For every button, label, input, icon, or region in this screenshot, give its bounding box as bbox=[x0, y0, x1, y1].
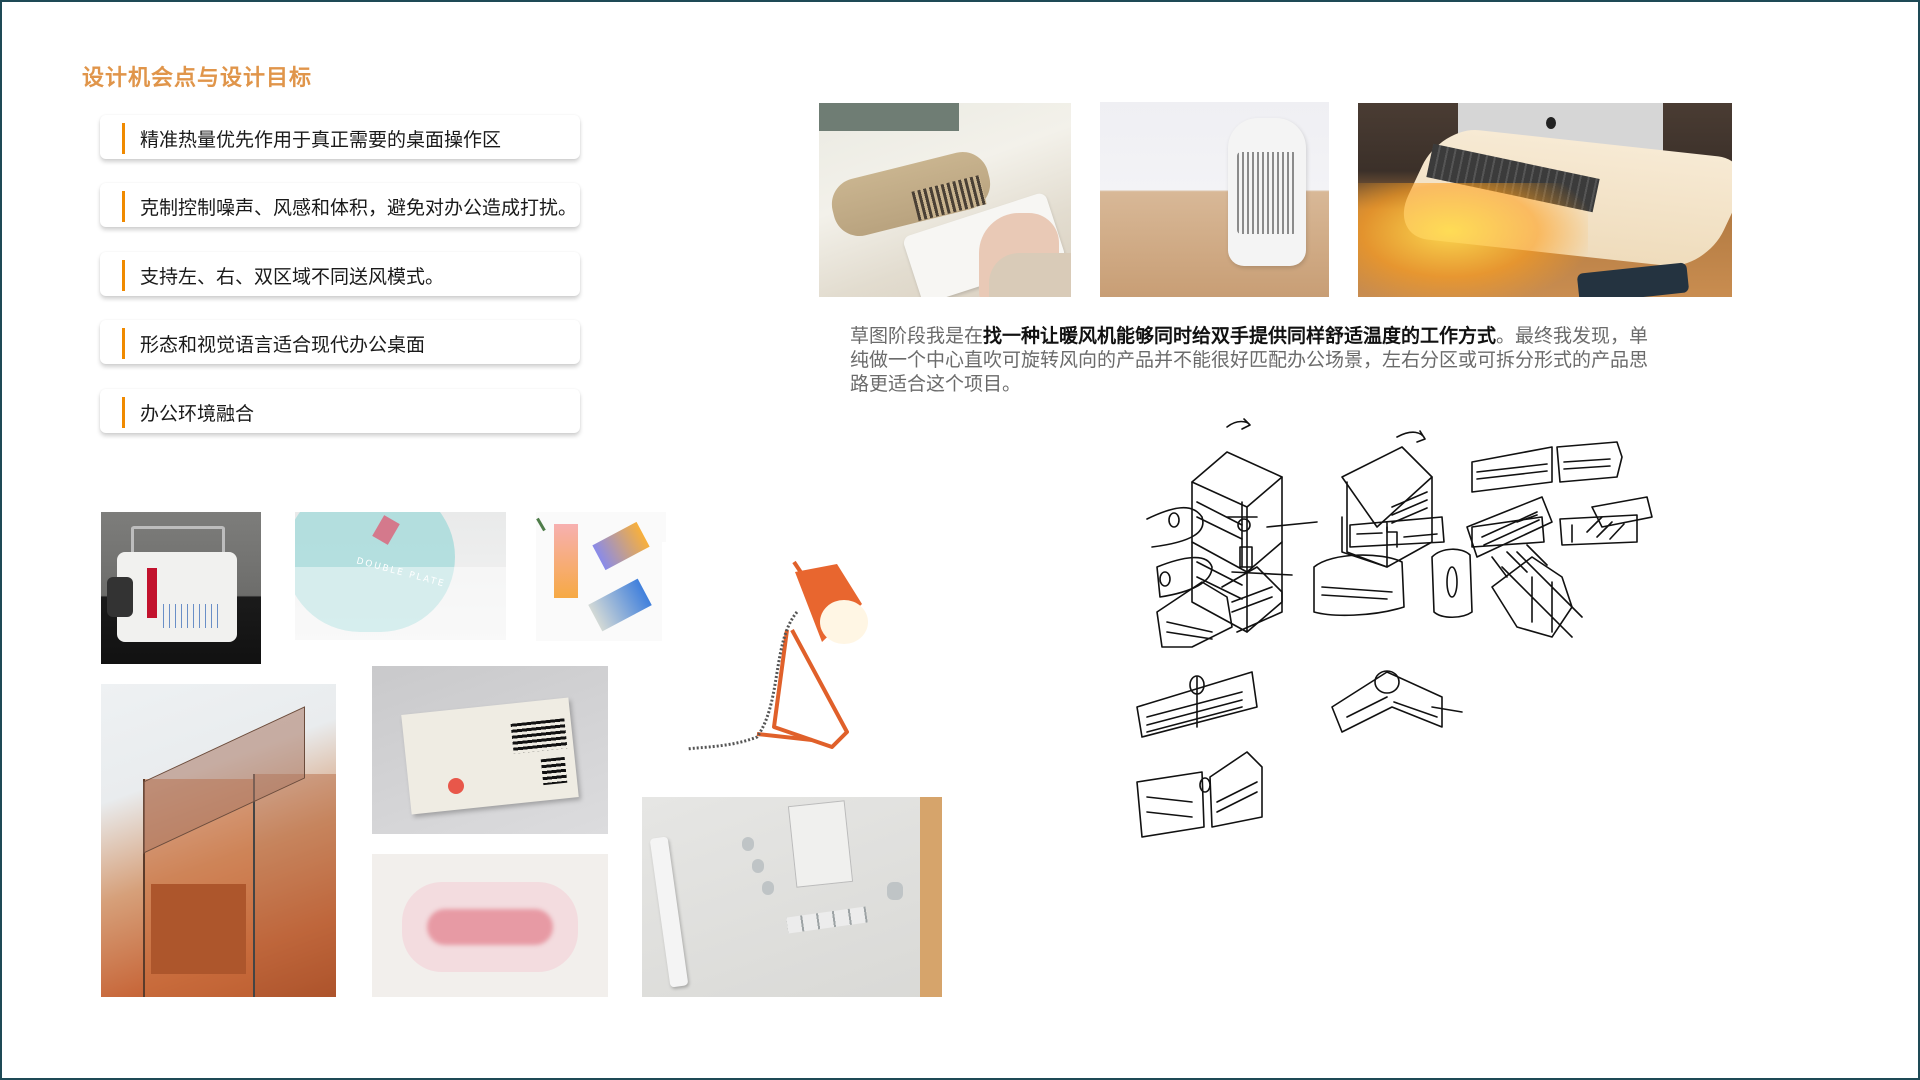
sketch-lattice-heater bbox=[1491, 551, 1583, 638]
accent-bar bbox=[122, 328, 125, 359]
apple-logo-icon bbox=[1546, 117, 1556, 129]
moodboard-double-plate: DOUBLE PLATE bbox=[295, 512, 506, 640]
para-lead: 草图阶段我是在 bbox=[850, 325, 984, 347]
sketch-split-bars bbox=[1466, 441, 1653, 578]
goal-text: 支持左、右、双区域不同送风模式。 bbox=[140, 266, 445, 288]
moodboard-amber-glass-cube bbox=[101, 684, 336, 997]
page-title: 设计机会点与设计目标 bbox=[82, 66, 313, 91]
para-bold: 找一种让暖风机能够同时给双手提供同样舒适温度的工作方式 bbox=[983, 325, 1497, 347]
sketch-hinged-bar bbox=[1136, 671, 1258, 738]
accent-bar bbox=[122, 397, 125, 428]
sketch-l-shaped-heater bbox=[1331, 670, 1463, 733]
sketch-pill-heater bbox=[1313, 554, 1405, 617]
accent-bar bbox=[122, 260, 125, 291]
goal-text: 精准热量优先作用于真正需要的桌面操作区 bbox=[140, 129, 502, 151]
goal-card: 克制控制噪声、风感和体积，避免对办公造成打扰。 bbox=[100, 183, 580, 227]
para-rest: 。最终我发现，单纯做一个中心直吹可旋转风向的产品并不能很好匹配办公场景，左右分区… bbox=[850, 325, 1649, 395]
sketch-canvas bbox=[1136, 418, 1653, 838]
sketch-folding-pair bbox=[1136, 751, 1263, 838]
goal-card: 形态和视觉语言适合现代办公桌面 bbox=[100, 320, 580, 364]
photo-beige-desktop-heater bbox=[819, 103, 1071, 297]
photo-monitor-stand-heater bbox=[1358, 103, 1732, 297]
sketch-description: 草图阶段我是在找一种让暖风机能够同时给双手提供同样舒适温度的工作方式。最终我发现… bbox=[850, 324, 1660, 396]
sketch-cylinder-joints bbox=[1146, 501, 1318, 598]
moodboard-orange-lamp bbox=[662, 542, 952, 752]
goal-card: 精准热量优先作用于真正需要的桌面操作区 bbox=[100, 115, 580, 159]
sketch-rotated-stack bbox=[1341, 430, 1433, 568]
accent-bar bbox=[122, 123, 125, 154]
sketch-cup-heater bbox=[1431, 548, 1473, 619]
concept-sketches bbox=[1132, 407, 1852, 1007]
goal-text: 克制控制噪声、风感和体积，避免对办公造成打扰。 bbox=[140, 197, 578, 219]
sketch-notched-bar bbox=[1349, 514, 1638, 548]
goal-text: 形态和视觉语言适合现代办公桌面 bbox=[140, 334, 426, 356]
moodboard-braun-record-player bbox=[642, 797, 942, 997]
goal-card: 办公环境融合 bbox=[100, 389, 580, 433]
moodboard-retro-radio bbox=[101, 512, 261, 664]
photo-white-cylinder-heater bbox=[1100, 102, 1329, 297]
moodboard-braun-radio bbox=[372, 666, 608, 834]
accent-bar bbox=[122, 191, 125, 222]
goal-card: 支持左、右、双区域不同送风模式。 bbox=[100, 252, 580, 296]
goal-text: 办公环境融合 bbox=[140, 403, 255, 425]
moodboard-gradient-vases bbox=[536, 512, 666, 641]
sketch-angled-pair bbox=[1156, 566, 1283, 648]
moodboard-frosted-pink-object bbox=[372, 854, 608, 997]
